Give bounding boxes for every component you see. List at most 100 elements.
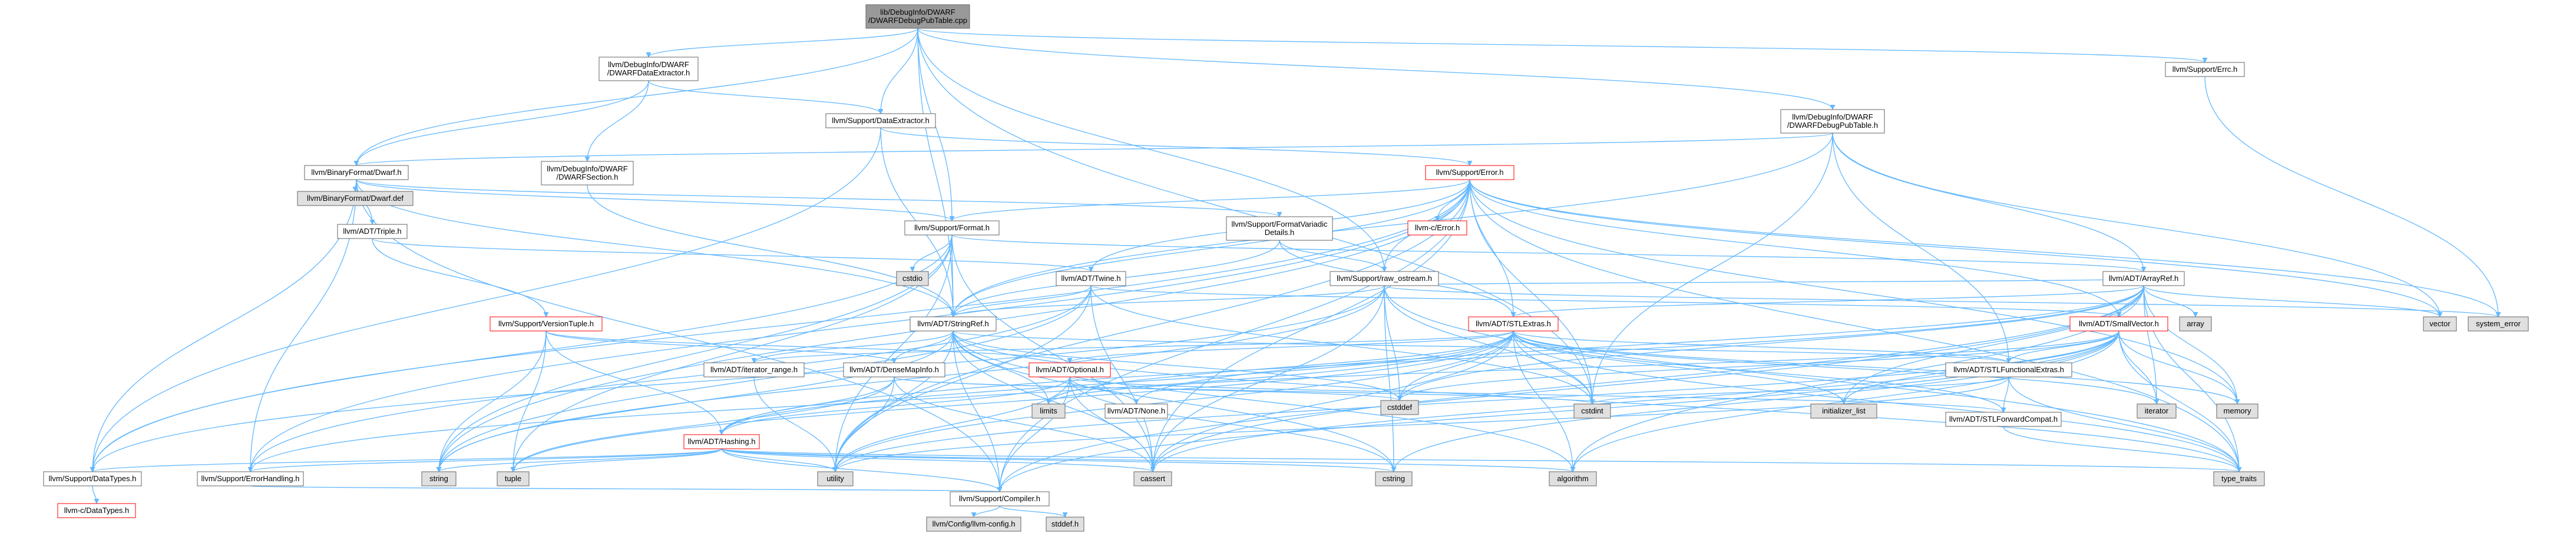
node-arrayref[interactable]: llvm/ADT/ArrayRef.h	[2102, 271, 2185, 286]
node-triple[interactable]: llvm/ADT/Triple.h	[337, 224, 408, 239]
node-string-box	[421, 471, 457, 486]
node-cassert-box	[1133, 471, 1172, 486]
edge-rawostream-to-datatypes	[90, 285, 1385, 472]
node-supporterror[interactable]: llvm/Support/Error.h	[1425, 165, 1514, 180]
edge-hashing-to-errorhandling	[247, 448, 722, 472]
edge-versiontuple-to-string	[436, 330, 547, 472]
edge-compiler-to-llvmconfig	[971, 505, 1000, 518]
node-versiontuple[interactable]: llvm/Support/VersionTuple.h	[490, 316, 603, 332]
edge-twine-to-stringref	[950, 285, 1092, 317]
node-cerror[interactable]: llvm-c/Error.h	[1407, 220, 1467, 236]
node-llvmconfig-box	[926, 516, 1021, 532]
node-iteratorrange[interactable]: llvm/ADT/iterator_range.h	[703, 362, 805, 378]
edges-layer	[90, 28, 2501, 518]
node-compiler[interactable]: llvm/Support/Compiler.h	[950, 491, 1050, 506]
node-stlforwardcompat[interactable]: llvm/ADT/STLForwardCompat.h	[1945, 412, 2062, 427]
node-twine-box	[1056, 271, 1126, 286]
node-format[interactable]: llvm/Support/Format.h	[904, 220, 1000, 236]
edge-arrayref-to-vector	[2143, 285, 2443, 317]
edge-hashing-to-typetraits	[721, 448, 2241, 472]
edge-twine-to-smallvector	[1090, 285, 2122, 317]
node-dataextractor[interactable]: llvm/Support/DataExtractor.h	[825, 113, 936, 128]
node-twine[interactable]: llvm/ADT/Twine.h	[1056, 271, 1126, 286]
node-dataextractor-box	[825, 113, 936, 128]
edge-stlforwardcompat-to-typetraits	[2003, 426, 2242, 472]
node-dwarfsection[interactable]: llvm/DebugInfo/DWARF/DWARFSection.h	[541, 161, 634, 186]
node-format-box	[904, 220, 1000, 236]
node-errorhandling-label: llvm/Support/ErrorHandling.h	[201, 474, 300, 483]
node-optional[interactable]: llvm/ADT/Optional.h	[1029, 362, 1111, 378]
node-limits-box	[1031, 403, 1066, 419]
node-memory-label: memory	[2224, 406, 2251, 415]
node-rawostream-box	[1330, 271, 1439, 286]
node-smallvector-box	[2069, 316, 2168, 332]
edge-optional-to-cassert	[1069, 376, 1156, 472]
node-stlextras[interactable]: llvm/ADT/STLExtras.h	[1468, 316, 1559, 332]
node-dwarfdef: llvm/BinaryFormat/Dwarf.def	[297, 191, 414, 206]
node-hashing[interactable]: llvm/ADT/Hashing.h	[683, 434, 760, 449]
node-dwarfdataextractor[interactable]: llvm/DebugInfo/DWARF/DWARFDataExtractor.…	[598, 57, 699, 81]
edge-errorhandling-to-compiler	[250, 485, 1001, 492]
edge-format-to-cstdio	[910, 234, 953, 272]
node-rawostream-label: llvm/Support/raw_ostream.h	[1337, 274, 1432, 283]
nodes-layer: lib/DebugInfo/DWARF/DWARFDebugPubTable.c…	[43, 4, 2529, 532]
edge-stlfunctional-to-typetraits	[2008, 376, 2242, 472]
node-stringref[interactable]: llvm/ADT/StringRef.h	[910, 316, 997, 332]
node-cdatatypes[interactable]: llvm-c/DataTypes.h	[57, 503, 136, 518]
node-densemapinfo[interactable]: llvm/ADT/DenseMapInfo.h	[843, 362, 945, 378]
node-cstring: cstring	[1375, 471, 1413, 486]
node-none[interactable]: llvm/ADT/None.h	[1105, 403, 1168, 419]
edge-supporterror-to-errorhandling	[247, 179, 1470, 472]
edge-compiler-to-stddef	[999, 505, 1068, 518]
edge-stringref-to-limits	[953, 330, 1051, 405]
node-versiontuple-label: llvm/Support/VersionTuple.h	[498, 319, 594, 328]
node-smallvector[interactable]: llvm/ADT/SmallVector.h	[2069, 316, 2168, 332]
node-vector: vector	[2423, 316, 2457, 332]
node-triple-box	[337, 224, 408, 239]
edge-hashing-to-cassert	[721, 448, 1156, 472]
edge-smallvector-to-iterator	[2118, 330, 2160, 405]
edge-optional-to-compiler	[997, 376, 1070, 492]
edge-dataextractor-to-datatypes	[90, 127, 881, 472]
edge-supporterror-to-utility	[832, 179, 1470, 472]
node-supporterr-box	[2165, 62, 2245, 77]
node-rawostream[interactable]: llvm/Support/raw_ostream.h	[1330, 271, 1439, 286]
edge-smallvector-to-typetraits	[2118, 330, 2242, 472]
node-arrayref-box	[2102, 271, 2185, 286]
node-dwarfdef-box	[297, 191, 414, 206]
node-densemapinfo-label: llvm/ADT/DenseMapInfo.h	[849, 365, 939, 374]
edge-smallvector-to-utility	[832, 330, 2119, 472]
edge-rawostream-to-typetraits	[1384, 285, 2242, 472]
node-tuple-label: tuple	[505, 474, 521, 483]
edge-arrayref-to-cstddef	[1397, 285, 2144, 401]
node-supporterror-box	[1425, 165, 1514, 180]
node-cerror-box	[1407, 220, 1467, 236]
edge-stlextras-to-cassert	[1150, 330, 1514, 472]
edge-smallvector-to-limits	[1046, 330, 2119, 405]
node-stlfunctional[interactable]: llvm/ADT/STLFunctionalExtras.h	[1945, 362, 2072, 378]
node-dwarfh[interactable]: llvm/BinaryFormat/Dwarf.h	[304, 165, 409, 180]
node-dwarfsection-box	[541, 161, 634, 186]
node-root[interactable]: lib/DebugInfo/DWARF/DWARFDebugPubTable.c…	[865, 4, 970, 29]
node-formatvariadic-label: llvm/Support/FormatVariadic	[1231, 220, 1328, 229]
edge-stringref-to-stlfunctional	[953, 330, 2011, 363]
edge-arrayref-to-stlextras	[1510, 285, 2144, 317]
edge-dwarfh-to-errorhandling	[247, 179, 357, 472]
node-dwarfdef-label: llvm/BinaryFormat/Dwarf.def	[307, 194, 404, 203]
node-dwarfdataextractor-box	[598, 57, 699, 81]
node-cdatatypes-label: llvm-c/DataTypes.h	[64, 506, 130, 515]
node-memory: memory	[2216, 403, 2258, 419]
edge-format-to-datatypes	[90, 234, 953, 472]
node-utility-label: utility	[826, 474, 844, 483]
node-supporterr[interactable]: llvm/Support/Errc.h	[2165, 62, 2245, 77]
edge-rawostream-to-arrayref	[1384, 278, 2145, 286]
edge-stlextras-to-optional	[1067, 330, 1514, 363]
edge-arrayref-to-hashing	[719, 285, 2144, 435]
edge-stlfunctional-to-stlforwardcompat	[2000, 376, 2009, 413]
node-dwarfdebugpubtable[interactable]: llvm/DebugInfo/DWARF/DWARFDebugPubTable.…	[1780, 109, 1885, 134]
node-datatypes[interactable]: llvm/Support/DataTypes.h	[43, 471, 142, 486]
node-errorhandling[interactable]: llvm/Support/ErrorHandling.h	[197, 471, 304, 486]
node-formatvariadic-box	[1226, 216, 1333, 241]
edge-versiontuple-to-optional	[545, 330, 1073, 363]
